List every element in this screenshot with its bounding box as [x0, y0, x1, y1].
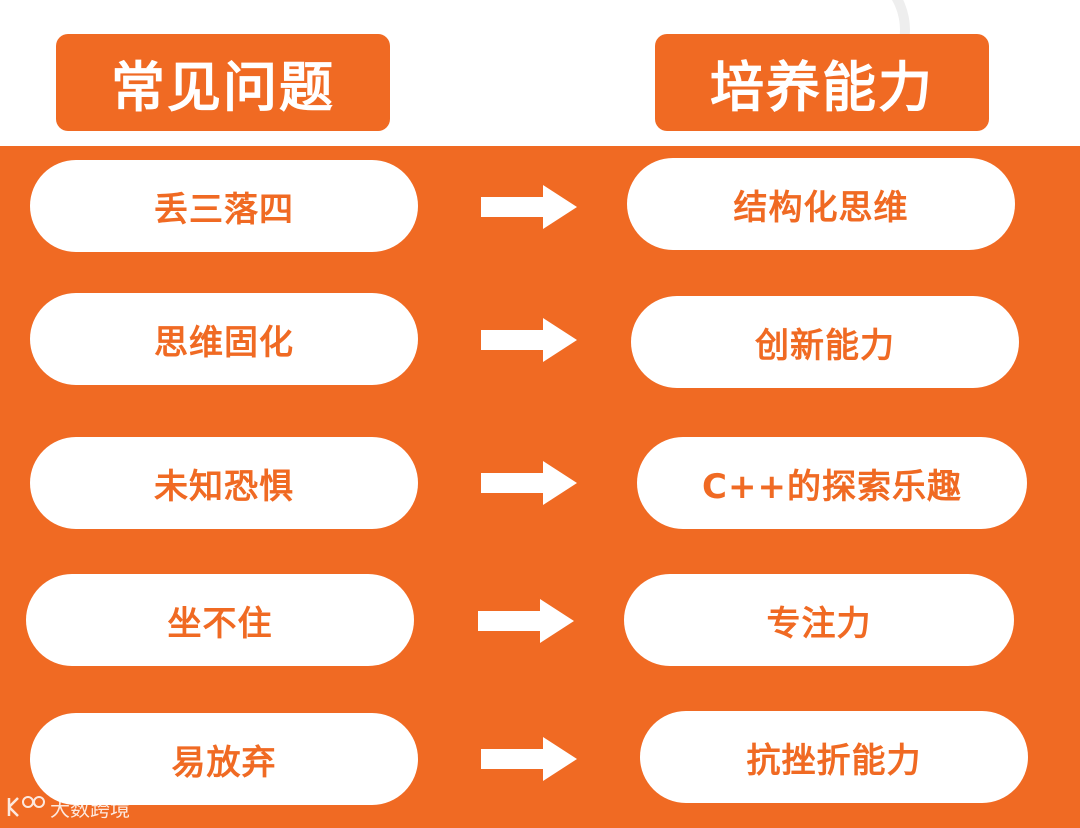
problem-pill-3: 未知恐惧 — [30, 437, 418, 529]
problem-pill-4: 坐不住 — [26, 574, 414, 666]
ability-pill-4: 专注力 — [624, 574, 1014, 666]
ability-pill-2: 创新能力 — [631, 296, 1019, 388]
ability-pill-1: 结构化思维 — [627, 158, 1015, 250]
problem-pill-5: 易放弃 — [30, 713, 418, 805]
right-arrow-icon — [478, 599, 574, 643]
right-arrow-icon — [481, 737, 577, 781]
right-arrow-icon — [481, 185, 577, 229]
ability-pill-3: C++的探索乐趣 — [637, 437, 1027, 529]
brand-logo-text: 大数跨境 — [50, 796, 130, 821]
ability-pill-5: 抗挫折能力 — [640, 711, 1028, 803]
brand-logo: 大数跨境 — [6, 792, 130, 822]
right-arrow-icon — [481, 461, 577, 505]
header-common-problems: 常见问题 — [56, 34, 390, 131]
header-abilities: 培养能力 — [655, 34, 989, 131]
brand-logo-icon — [7, 796, 45, 817]
right-arrow-icon — [481, 318, 577, 362]
problem-pill-2: 思维固化 — [30, 293, 418, 385]
problem-pill-1: 丢三落四 — [30, 160, 418, 252]
